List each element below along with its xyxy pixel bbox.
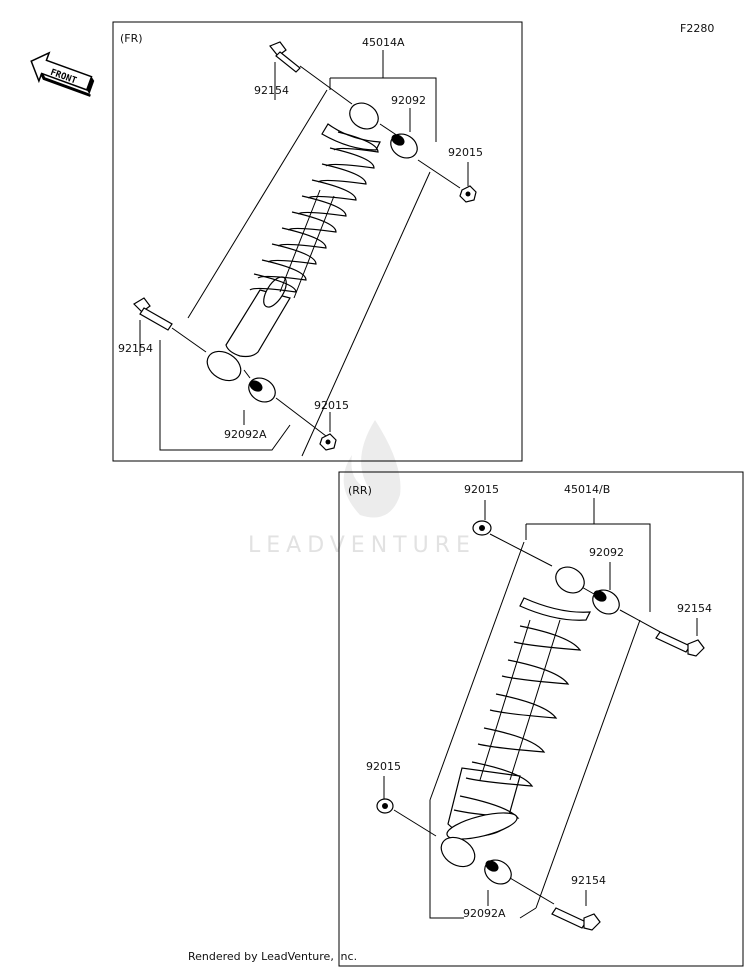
fr-label-45014a: 45014A (362, 36, 405, 49)
rr-bolt-92154-bottom-icon (551, 907, 601, 931)
front-leader-lines (139, 50, 469, 457)
rear-spring (453, 625, 582, 819)
fr-nut-92015-top-icon (459, 185, 477, 203)
rr-bolt-92154-top-icon (655, 631, 705, 657)
rr-bushing-92092-icon (592, 589, 620, 615)
watermark-text: LEADVENTURE (248, 533, 476, 558)
rr-bushing-92092a-icon (484, 859, 512, 885)
footer-credit: Rendered by LeadVenture, Inc. (188, 950, 358, 963)
fr-bolt-92154-top-icon (269, 41, 301, 73)
rr-label-45014b: 45014/B (564, 483, 610, 496)
rr-nut-92015-bottom-icon (376, 798, 394, 814)
rr-nut-92015-top-icon (472, 520, 492, 536)
fr-label-92092a: 92092A (224, 428, 267, 441)
rr-label-92092: 92092 (589, 546, 624, 559)
rr-label-92154-bottom: 92154 (571, 874, 606, 887)
rr-label-92154-top: 92154 (677, 602, 712, 615)
rr-label-92092a: 92092A (463, 907, 506, 920)
front-section-frame (112, 21, 523, 462)
fr-label-92154-bottom: 92154 (118, 342, 153, 355)
front-spring (249, 131, 379, 293)
fr-nut-92015-bottom-icon (319, 433, 337, 451)
fr-bolt-92154-bottom-icon (133, 297, 173, 331)
front-arrow-icon: FRONT (30, 51, 95, 97)
fr-label-92154-top: 92154 (254, 84, 289, 97)
fr-bushing-92092-icon (390, 133, 418, 159)
fr-label-92015-top: 92015 (448, 146, 483, 159)
front-shock-absorber (225, 102, 381, 358)
rear-leader-lines (383, 498, 698, 919)
rear-section-frame (338, 471, 744, 967)
rr-label-92015-top: 92015 (464, 483, 499, 496)
rr-label-92015-bottom: 92015 (366, 760, 401, 773)
front-section-title: (FR) (120, 32, 143, 45)
fr-bushing-92092a-icon (248, 377, 276, 403)
fr-label-92015-bottom: 92015 (314, 399, 349, 412)
rear-section-title: (RR) (348, 484, 372, 497)
rr-bushing-92092a-bottom-icon (440, 836, 476, 868)
fr-bushing-92092a-bottom-icon (206, 350, 242, 382)
fr-label-92092: 92092 (391, 94, 426, 107)
diagram-code: F2280 (680, 22, 715, 35)
rear-shock-absorber (446, 566, 592, 840)
watermark-flame-icon (343, 420, 401, 518)
